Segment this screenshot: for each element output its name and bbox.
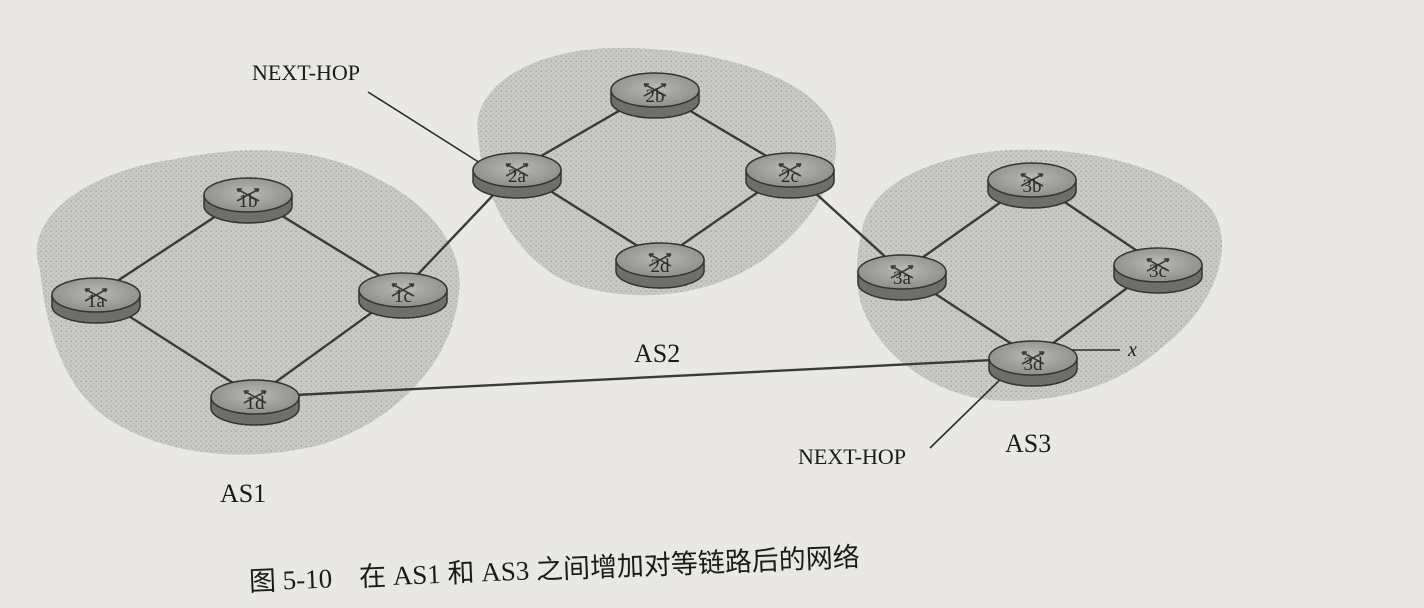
router-label: 1a — [87, 291, 106, 312]
router-arrows-icon — [1020, 173, 1044, 187]
next-hop-label-bottom: NEXT-HOP — [798, 444, 906, 469]
router-3a: 3a — [857, 254, 947, 301]
router-arrows-icon — [890, 265, 914, 279]
router-label: 1d — [246, 393, 266, 414]
router-arrows-icon — [505, 163, 529, 177]
router-arrows-icon — [1021, 351, 1045, 365]
router-label: 1c — [394, 286, 412, 307]
as1-region — [36, 150, 460, 455]
next-hop-label-top: NEXT-HOP — [252, 60, 360, 85]
router-arrows-icon — [643, 83, 667, 97]
router-2a: 2a — [472, 152, 562, 199]
router-label: 2b — [646, 86, 665, 107]
router-1a: 1a — [51, 277, 141, 324]
router-arrows-icon — [391, 283, 415, 297]
as1-label: AS1 — [220, 479, 266, 508]
router-2c: 2c — [745, 152, 835, 199]
router-3c: 3c — [1113, 247, 1203, 294]
router-label: 2a — [508, 166, 527, 187]
next-hop-pointer-bottom — [929, 369, 1011, 449]
router-2d: 2d — [615, 242, 705, 289]
as3-label: AS3 — [1005, 429, 1051, 458]
router-label: 1b — [239, 191, 258, 212]
router-arrows-icon — [84, 288, 108, 302]
router-label: 2c — [781, 166, 799, 187]
router-3b: 3b — [987, 162, 1077, 209]
router-2b: 2b — [610, 72, 700, 119]
router-arrows-icon — [243, 390, 267, 404]
as2-label: AS2 — [634, 339, 680, 368]
destination-label: x — [1127, 339, 1137, 361]
router-1c: 1c — [358, 272, 448, 319]
router-3d: 3d — [988, 340, 1078, 387]
router-arrows-icon — [1146, 258, 1170, 272]
as3-region — [856, 149, 1222, 401]
router-label: 3a — [893, 268, 912, 289]
link-1d-3d — [254, 356, 1034, 399]
router-label: 3d — [1024, 354, 1044, 375]
router-arrows-icon — [648, 253, 672, 267]
router-1b: 1b — [203, 177, 293, 224]
router-label: 3c — [1149, 261, 1167, 282]
router-1d: 1d — [210, 379, 300, 426]
router-label: 2d — [651, 256, 671, 277]
as2-region — [477, 47, 837, 296]
next-hop-pointer-top — [367, 91, 489, 169]
figure-caption: 图 5-10 在 AS1 和 AS3 之间增加对等链路后的网络 — [248, 542, 860, 597]
router-arrows-icon — [778, 163, 802, 177]
router-label: 3b — [1023, 176, 1042, 197]
router-arrows-icon — [236, 188, 260, 202]
